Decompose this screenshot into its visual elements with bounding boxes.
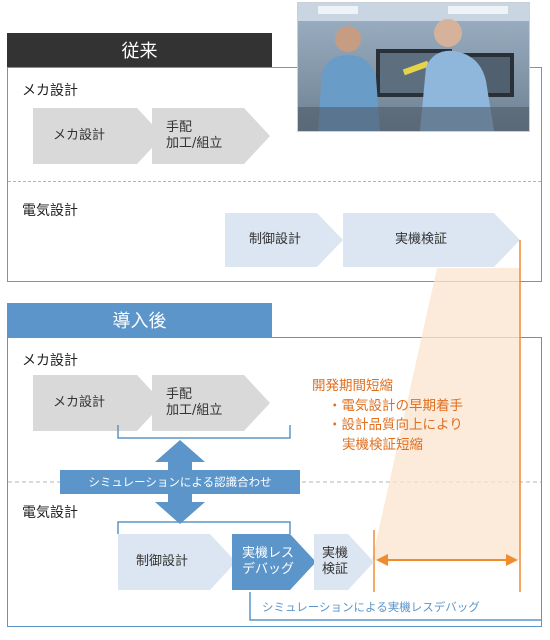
step-label: 実機 検証 (322, 545, 349, 577)
after-elec-step-control: 制御設計 (118, 534, 236, 590)
after-panel (7, 337, 542, 627)
before-elec-label: 電気設計 (22, 203, 78, 219)
step-label: 制御設計 (249, 231, 302, 247)
step-label: 手配 加工/組立 (166, 119, 223, 151)
before-header: 従来 (7, 33, 272, 67)
after-mech-step-build: 手配 加工/組立 (152, 375, 270, 431)
after-elec-step-debug: 実機レス デバッグ (232, 534, 316, 590)
photo-icon (298, 3, 529, 131)
simulation-alignment-bar: シミュレーションによる認識合わせ (60, 470, 300, 494)
benefit-title: 開発期間短縮 (312, 378, 393, 394)
after-elec-label: 電気設計 (22, 505, 78, 521)
before-elec-step-verify: 実機検証 (343, 213, 520, 267)
step-label: 手配 加工/組立 (166, 386, 223, 418)
benefit-note: 開発期間短縮 ・電気設計の早期着手 ・設計品質向上により 実機検証短縮 (312, 377, 512, 455)
step-label: 実機レス デバッグ (242, 545, 295, 577)
before-divider (8, 181, 541, 182)
before-panel (7, 67, 542, 282)
simulation-debug-label: シミュレーションによる実機レスデバッグ (262, 600, 480, 614)
benefit-item: 実機検証短縮 (342, 436, 423, 453)
before-mech-label: メカ設計 (22, 83, 78, 99)
benefit-item: ・設計品質向上により (328, 417, 463, 434)
engineers-photo (297, 2, 530, 132)
after-mech-step-design: メカ設計 (33, 375, 163, 431)
after-header: 導入後 (7, 303, 272, 337)
step-label: メカ設計 (53, 127, 106, 143)
step-label: 実機検証 (395, 231, 448, 247)
before-mech-step-design: メカ設計 (33, 108, 163, 164)
step-label: メカ設計 (53, 394, 106, 410)
step-label: 制御設計 (136, 553, 189, 569)
before-mech-step-build: 手配 加工/組立 (152, 108, 270, 164)
before-elec-step-control: 制御設計 (225, 213, 343, 267)
after-mech-label: メカ設計 (22, 353, 78, 369)
benefit-item: ・電気設計の早期着手 (328, 397, 463, 414)
